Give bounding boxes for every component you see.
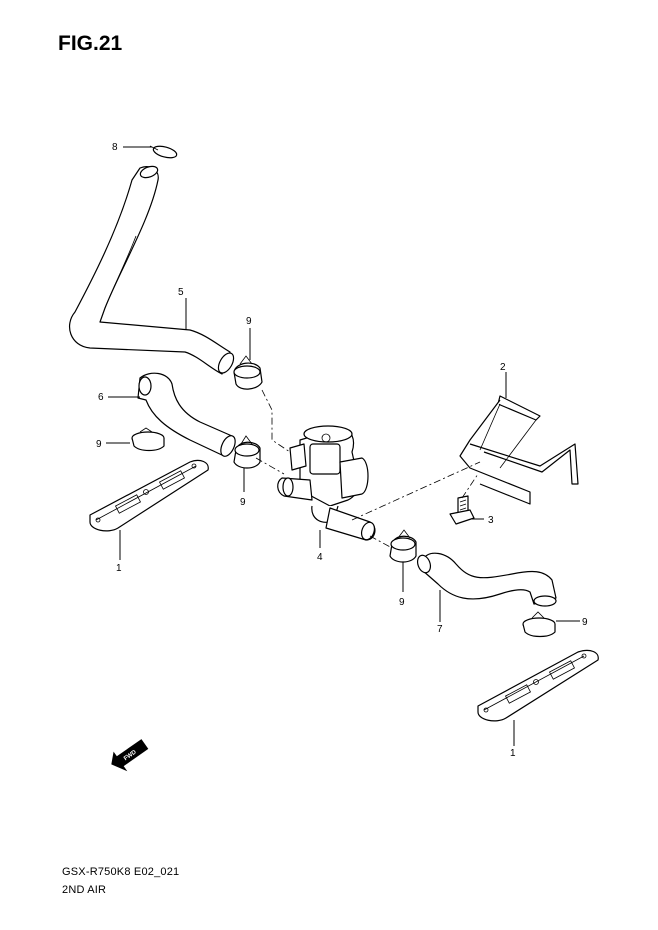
clamp-part-9-left-inner: [233, 435, 261, 469]
clamp-part-9-upper: [233, 355, 263, 390]
callout-9-left-outer: 9: [96, 439, 102, 450]
assembly-line-upper: [261, 389, 291, 453]
hose-part-7: [416, 552, 557, 607]
callout-1-right: 1: [510, 748, 516, 759]
figure-title: FIG.21: [58, 32, 123, 55]
callout-9-right-outer: 9: [582, 617, 588, 628]
callout-5: 5: [178, 287, 184, 298]
model-code: GSX-R750K8 E02_021: [62, 866, 180, 878]
callout-9-left-inner: 9: [240, 497, 246, 508]
hose-part-5: [69, 165, 235, 375]
forward-arrow-icon: FWD: [111, 739, 149, 772]
assembly-line-right: [369, 535, 393, 549]
callout-4: 4: [317, 552, 323, 563]
assembly-line-left: [255, 457, 285, 475]
callout-9-right-inner: 9: [399, 597, 405, 608]
plate-part-1-left: [89, 459, 209, 532]
callout-9-upper: 9: [246, 316, 252, 327]
hose-part-6: [137, 372, 236, 457]
assembly-line-bolt: [461, 473, 479, 499]
band-part-8: [149, 145, 178, 159]
callout-1-left: 1: [116, 563, 122, 574]
clamp-part-9-right-inner: [389, 529, 417, 563]
bracket-part-2: [459, 395, 579, 505]
clamp-part-9-left-outer: [131, 427, 165, 452]
callout-2: 2: [500, 362, 506, 373]
plate-part-1-right: [477, 649, 599, 722]
callout-7: 7: [437, 624, 443, 635]
callout-8: 8: [112, 142, 118, 153]
clamp-part-9-right-outer: [522, 611, 556, 638]
callout-6: 6: [98, 392, 104, 403]
bolt-part-3: [449, 495, 475, 525]
valve-part-4: [277, 425, 376, 541]
assembly-line-bracket: [351, 461, 481, 521]
callout-3: 3: [488, 515, 494, 526]
section-name: 2ND AIR: [62, 884, 107, 896]
